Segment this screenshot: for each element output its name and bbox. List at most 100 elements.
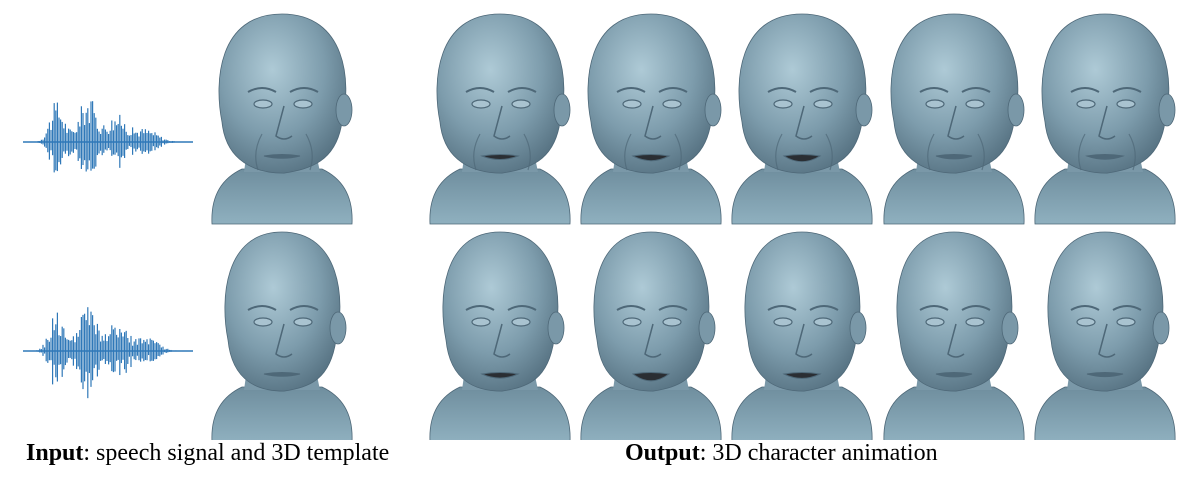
head-ear xyxy=(547,311,565,345)
head-nose xyxy=(947,323,965,358)
head-eye-right xyxy=(1116,317,1136,327)
head-fold-left xyxy=(624,133,632,171)
head-face xyxy=(587,13,716,174)
head-nose xyxy=(795,323,813,358)
input-caption-text: : speech signal and 3D template xyxy=(83,440,390,466)
figure-canvas xyxy=(23,13,1176,440)
head-nose xyxy=(493,323,511,358)
head-brow-left xyxy=(465,305,495,311)
head-mouth xyxy=(935,372,973,378)
head-mouth xyxy=(631,372,671,382)
head-ear xyxy=(329,311,347,345)
head-eye-right xyxy=(813,99,833,109)
head-face xyxy=(1047,231,1164,392)
head-fold-right xyxy=(977,133,985,171)
head-face xyxy=(442,231,559,392)
head-shoulders xyxy=(883,386,1025,440)
head-eye-left xyxy=(773,317,793,327)
head-mesh xyxy=(211,13,353,225)
head-mesh xyxy=(883,13,1025,225)
head-brow-left xyxy=(247,87,277,93)
head-brow-right xyxy=(658,305,688,311)
head-brow-right xyxy=(1112,87,1142,93)
head-eye-left xyxy=(622,317,642,327)
head-brow-left xyxy=(767,305,797,311)
head-fold-left xyxy=(775,133,783,171)
head-shoulders xyxy=(1034,386,1176,440)
head-fold-right xyxy=(305,133,313,171)
head-mesh xyxy=(731,231,873,440)
figure-row xyxy=(23,231,1176,440)
head-fold-right xyxy=(523,133,531,171)
head-fold-left xyxy=(927,133,935,171)
head-mouth xyxy=(263,372,301,377)
head-eye-right xyxy=(293,317,313,327)
head-eye-right xyxy=(965,99,985,109)
figure-row xyxy=(23,13,1176,225)
speech-waveform xyxy=(23,101,193,173)
head-face xyxy=(896,231,1013,392)
head-shoulders xyxy=(883,168,1025,225)
head-face xyxy=(738,13,867,174)
head-eye-left xyxy=(471,317,491,327)
head-mesh xyxy=(211,231,353,440)
head-ear xyxy=(335,93,353,127)
head-nose xyxy=(275,105,293,140)
head-eye-left xyxy=(1076,99,1096,109)
input-caption: Input: speech signal and 3D template xyxy=(26,440,389,467)
head-mouth xyxy=(782,372,822,379)
head-eye-right xyxy=(662,99,682,109)
head-fold-left xyxy=(255,133,263,171)
head-nose xyxy=(493,105,511,140)
head-eye-left xyxy=(471,99,491,109)
output-caption-bold: Output xyxy=(625,440,700,466)
head-brow-right xyxy=(289,305,319,311)
head-mouth xyxy=(480,372,520,379)
head-mouth xyxy=(1085,154,1125,160)
head-shoulders xyxy=(211,386,353,440)
head-ear xyxy=(1001,311,1019,345)
head-shoulders xyxy=(580,168,722,225)
head-ear xyxy=(698,311,716,345)
head-face xyxy=(218,13,347,174)
head-face xyxy=(890,13,1019,174)
head-mesh xyxy=(429,231,571,440)
head-eye-right xyxy=(965,317,985,327)
head-ear xyxy=(1152,311,1170,345)
head-brow-right xyxy=(961,87,991,93)
head-nose xyxy=(275,323,293,358)
head-fold-left xyxy=(473,133,481,171)
head-eye-left xyxy=(925,99,945,109)
head-brow-left xyxy=(919,87,949,93)
head-fold-left xyxy=(1078,133,1086,171)
head-shoulders xyxy=(731,168,873,225)
head-shoulders xyxy=(1034,168,1176,225)
head-mouth xyxy=(1086,372,1124,378)
head-nose xyxy=(644,323,662,358)
head-brow-right xyxy=(507,87,537,93)
head-face xyxy=(1041,13,1170,174)
head-brow-left xyxy=(247,305,277,311)
head-nose xyxy=(1098,323,1116,358)
head-eye-left xyxy=(773,99,793,109)
head-nose xyxy=(644,105,662,140)
head-eye-left xyxy=(925,317,945,327)
head-mesh xyxy=(429,13,571,225)
head-ear xyxy=(1158,93,1176,127)
head-face xyxy=(436,13,565,174)
head-mesh xyxy=(883,231,1025,440)
head-eye-right xyxy=(293,99,313,109)
head-mesh xyxy=(1034,231,1176,440)
head-mouth xyxy=(782,154,822,163)
output-caption: Output: 3D character animation xyxy=(625,440,938,467)
head-brow-left xyxy=(919,305,949,311)
head-brow-right xyxy=(658,87,688,93)
head-eye-left xyxy=(253,317,273,327)
head-ear xyxy=(1007,93,1025,127)
head-eye-right xyxy=(511,99,531,109)
head-eye-left xyxy=(1076,317,1096,327)
head-fold-right xyxy=(1128,133,1136,171)
head-ear xyxy=(849,311,867,345)
head-brow-right xyxy=(1112,305,1142,311)
